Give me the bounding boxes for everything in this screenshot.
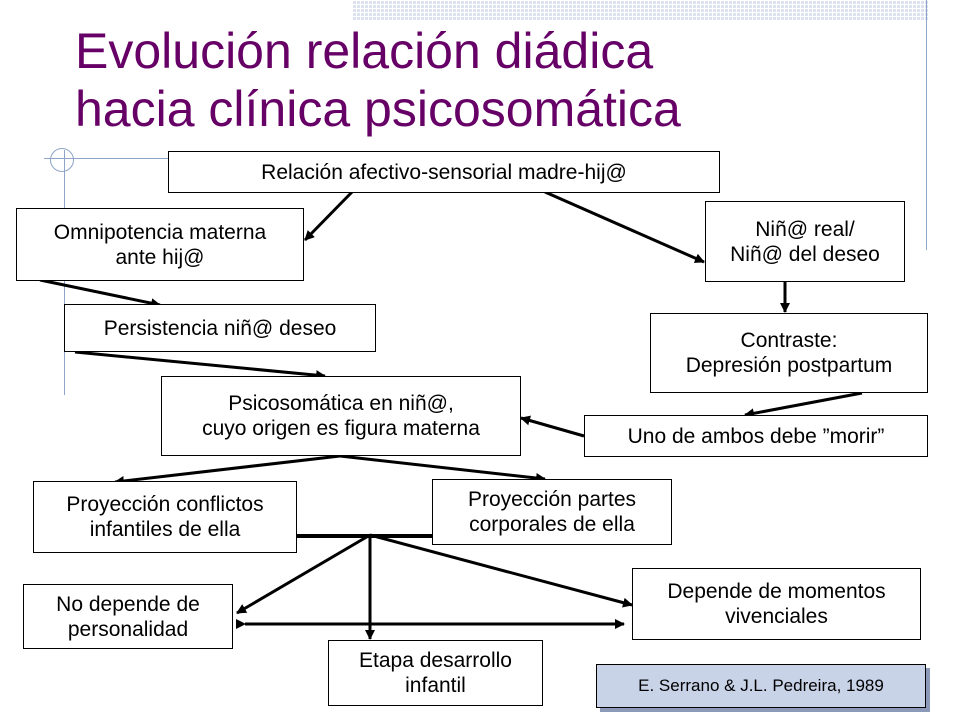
header-grid-decoration	[352, 0, 928, 20]
node-proyeccion-partes: Proyección partes corporales de ella	[432, 479, 672, 545]
node-etapa: Etapa desarrollo infantil	[328, 640, 543, 706]
arrow-psicosomatica-to-proyeccion-conflictos	[114, 454, 341, 486]
circle-decoration	[50, 148, 74, 172]
node-contraste: Contraste: Depresión postpartum	[650, 313, 928, 393]
title-line-2: hacia clínica psicosomática	[75, 81, 681, 137]
arrow-omnipotencia-to-persistencia	[39, 278, 161, 309]
arrow-morir-to-psicosomatica	[520, 415, 585, 438]
arrow-bar-to-depende	[369, 533, 633, 608]
node-no-depende: No depende de personalidad	[23, 584, 233, 649]
arrow-root-to-nino-real	[544, 190, 705, 264]
right-vertical-rule	[926, 0, 927, 250]
node-depende: Depende de momentos vivenciales	[632, 568, 921, 640]
arrow-root-to-omnipotencia	[303, 190, 354, 242]
arrow-psicosomatica-to-proyeccion-partes	[339, 454, 546, 483]
title-line-1: Evolución relación diádica	[75, 23, 654, 79]
left-horizontal-rule	[44, 158, 174, 159]
node-root: Relación afectivo-sensorial madre-hij@	[168, 151, 720, 193]
node-nino-real: Niñ@ real/ Niñ@ del deseo	[705, 201, 905, 282]
node-omnipotencia: Omnipotencia materna ante hij@	[16, 208, 304, 281]
arrow-persistencia-to-psicosomatica	[74, 350, 326, 381]
arrow-contraste-to-morir	[744, 391, 863, 419]
node-psicosomatica: Psicosomática en niñ@, cuyo origen es fi…	[161, 376, 521, 456]
citation-box: E. Serrano & J.L. Pedreira, 1989	[596, 664, 926, 708]
node-persistencia: Persistencia niñ@ deseo	[64, 304, 376, 352]
node-morir: Uno de ambos debe ”morir”	[584, 415, 928, 457]
node-proyeccion-conflictos: Proyección conflictos infantiles de ella	[33, 481, 297, 553]
slide-title: Evolución relación diádica hacia clínica…	[75, 22, 835, 138]
